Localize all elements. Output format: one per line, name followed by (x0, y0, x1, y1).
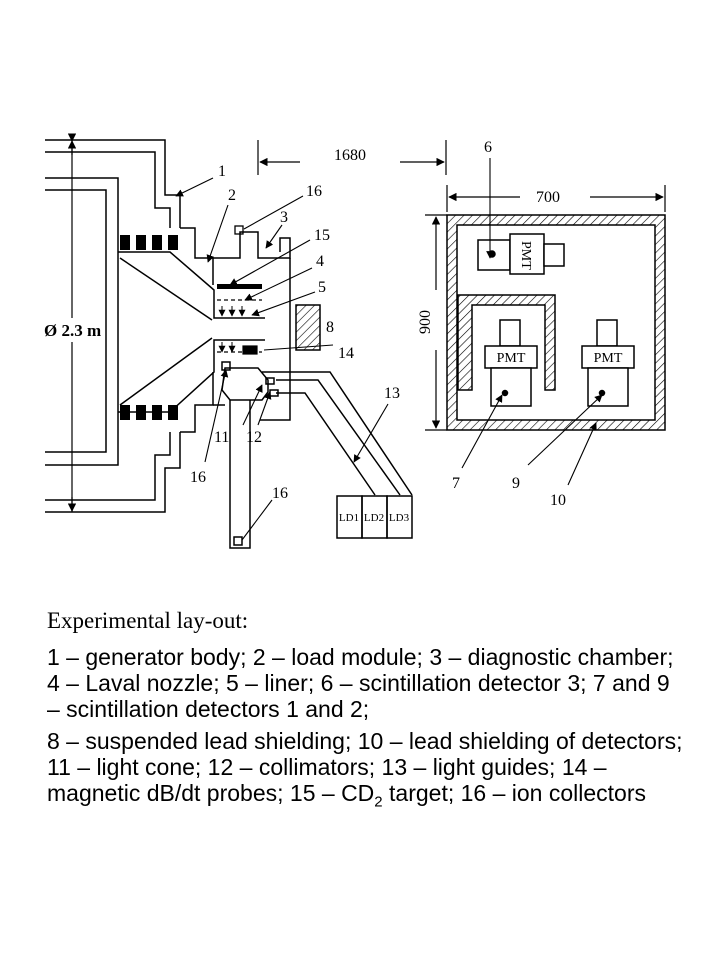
light-guides (262, 371, 413, 496)
lead-shield-8 (295, 304, 321, 351)
caption-p2-subscript: 2 (374, 793, 383, 811)
label-4: 4 (316, 253, 324, 270)
nozzle-arrows (218, 306, 246, 353)
cd2-target (217, 284, 262, 289)
ld2-label: LD2 (364, 512, 384, 524)
caption-p2-text: 8 – suspended lead shielding; 10 – lead … (47, 728, 683, 806)
label-2: 2 (228, 187, 236, 204)
label-8: 8 (326, 319, 334, 336)
label-11: 11 (214, 429, 229, 446)
caption-paragraph-2: 8 – suspended lead shielding; 10 – lead … (47, 728, 687, 816)
dim-700-label: 700 (536, 189, 560, 206)
label-5: 5 (318, 279, 326, 296)
ion-collector-top (234, 225, 244, 235)
dim-1680-label: 1680 (334, 147, 366, 164)
ld3-label: LD3 (389, 512, 410, 524)
label-7: 7 (452, 475, 460, 492)
label-16-top: 16 (306, 183, 322, 200)
label-9: 9 (512, 475, 520, 492)
label-16-bottom: 16 (272, 485, 288, 502)
leader-lines (175, 158, 603, 541)
label-15: 15 (314, 227, 330, 244)
pmt-detector-2 (581, 319, 635, 407)
dim-900-label: 900 (417, 310, 434, 334)
label-6: 6 (484, 139, 492, 156)
pmt-3-label: PMT (518, 241, 533, 270)
experimental-layout-diagram: LD1 LD2 LD3 Ø 2.3 m 1680 700 (44, 133, 666, 549)
caption-paragraph-1: 1 – generator body; 2 – load module; 3 –… (47, 644, 674, 722)
bottom-light-guide (229, 400, 251, 549)
caption-p2-tail: target; 16 – ion collectors (382, 780, 647, 806)
label-3: 3 (280, 209, 288, 226)
caption-title: Experimental lay-out: (47, 608, 249, 633)
dim-900 (425, 214, 447, 431)
pmt-detector-3 (477, 233, 565, 275)
caption: Experimental lay-out: 1 – generator body… (47, 608, 687, 822)
label-14: 14 (338, 345, 354, 362)
label-12: 12 (246, 429, 262, 446)
label-13: 13 (384, 385, 400, 402)
light-detector-boxes: LD1 LD2 LD3 (336, 495, 413, 539)
pmt-1-label: PMT (497, 351, 526, 366)
generator-body (45, 139, 291, 513)
coil-blocks (120, 235, 178, 420)
label-16-mid: 16 (190, 469, 206, 486)
diameter-label: Ø 2.3 m (44, 321, 101, 340)
label-1: 1 (218, 163, 226, 180)
label-10: 10 (550, 492, 566, 509)
dim-700 (446, 185, 666, 212)
dbdt-probes (217, 299, 262, 355)
pmt-detector-1 (484, 319, 538, 407)
ld1-label: LD1 (339, 512, 359, 524)
pmt-2-label: PMT (594, 351, 623, 366)
dim-1680 (257, 140, 447, 175)
